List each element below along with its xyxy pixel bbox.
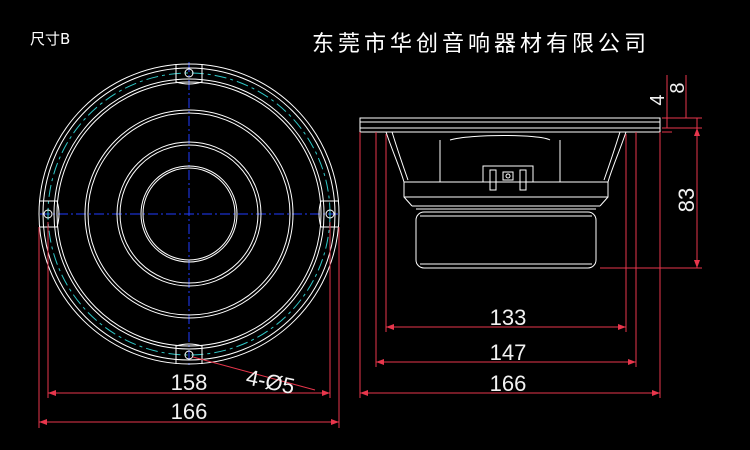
mounting-hole-bottom <box>175 343 203 364</box>
front-dimensions <box>38 222 340 428</box>
dim-4: 4 <box>647 94 669 105</box>
dim-166-side: 166 <box>490 371 527 396</box>
basket <box>385 131 627 207</box>
hole-note: 4-Ø5 <box>244 364 297 399</box>
side-dimensions <box>359 75 702 398</box>
gasket-ring <box>47 72 331 356</box>
dim-166-front: 166 <box>171 399 208 424</box>
mounting-hole-left <box>39 200 60 228</box>
cone-rings <box>53 78 325 350</box>
side-dim-arrows <box>360 128 700 396</box>
mounting-holes <box>39 64 339 364</box>
dim-8: 8 <box>667 82 689 93</box>
flange <box>359 117 661 133</box>
size-label: 尺寸B <box>30 30 71 48</box>
front-dim-arrows <box>39 390 339 425</box>
dim-83: 83 <box>674 188 699 212</box>
front-view: 158 166 4-Ø5 <box>38 62 340 428</box>
terminal <box>482 165 534 191</box>
dim-147: 147 <box>490 340 527 365</box>
dust-cap <box>140 165 238 263</box>
mounting-hole-right <box>318 200 339 228</box>
mounting-hole-top <box>175 64 203 85</box>
side-view: 133 147 166 83 4 8 <box>359 75 702 398</box>
magnet <box>415 208 597 269</box>
dim-158: 158 <box>171 370 208 395</box>
frame-rings <box>38 63 340 365</box>
dim-133: 133 <box>490 305 527 330</box>
company-name: 东莞市华创音响器材有限公司 <box>312 32 651 57</box>
